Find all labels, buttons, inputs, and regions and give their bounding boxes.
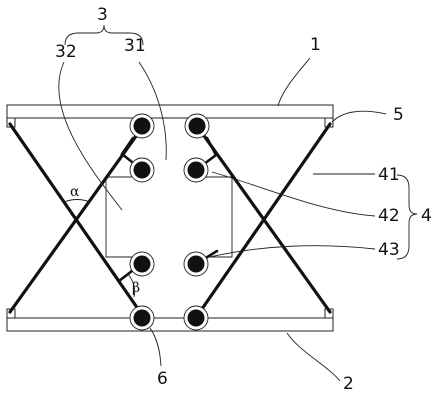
hinge-pin-3	[133, 255, 151, 273]
label-6: 6	[157, 369, 168, 389]
hinge-pin-1	[133, 117, 151, 135]
label-4: 4	[421, 206, 432, 226]
leader-6	[149, 327, 162, 367]
label-1: 1	[310, 35, 321, 55]
hinge-pin-5	[188, 117, 206, 135]
label-42: 42	[378, 206, 400, 226]
top-plate	[6, 104, 334, 119]
leader-1	[277, 57, 311, 107]
angle-beta-arc	[127, 273, 136, 298]
bottom-plate	[6, 317, 334, 332]
label-43: 43	[378, 240, 400, 260]
leader-31	[138, 61, 167, 161]
label-5: 5	[393, 105, 404, 125]
left-column-block	[105, 176, 143, 258]
hinge-pin-6	[187, 161, 205, 179]
label-41: 41	[378, 165, 400, 185]
assembly-brace	[64, 24, 144, 46]
leader-5	[331, 110, 387, 123]
hinge-pin-8	[187, 309, 205, 327]
leader-2	[286, 332, 341, 382]
strut-group-brace	[396, 174, 418, 260]
label-beta: β	[132, 280, 140, 296]
hinge-pin-2	[133, 161, 151, 179]
label-31: 31	[124, 36, 146, 56]
leader-43	[209, 245, 376, 258]
hinge-pin-4	[133, 309, 151, 327]
strut-right-b	[193, 122, 332, 321]
label-2: 2	[343, 374, 354, 394]
label-alpha: α	[70, 184, 80, 200]
label-3: 3	[97, 5, 108, 25]
right-column-block	[196, 176, 233, 258]
angle-alpha-arc	[63, 199, 91, 203]
strut-left-b	[8, 123, 146, 314]
strut-left-a	[8, 122, 147, 321]
hinge-pin-7	[187, 255, 205, 273]
leader-32	[58, 61, 123, 211]
label-32: 32	[55, 42, 77, 62]
leader-42	[211, 171, 376, 217]
